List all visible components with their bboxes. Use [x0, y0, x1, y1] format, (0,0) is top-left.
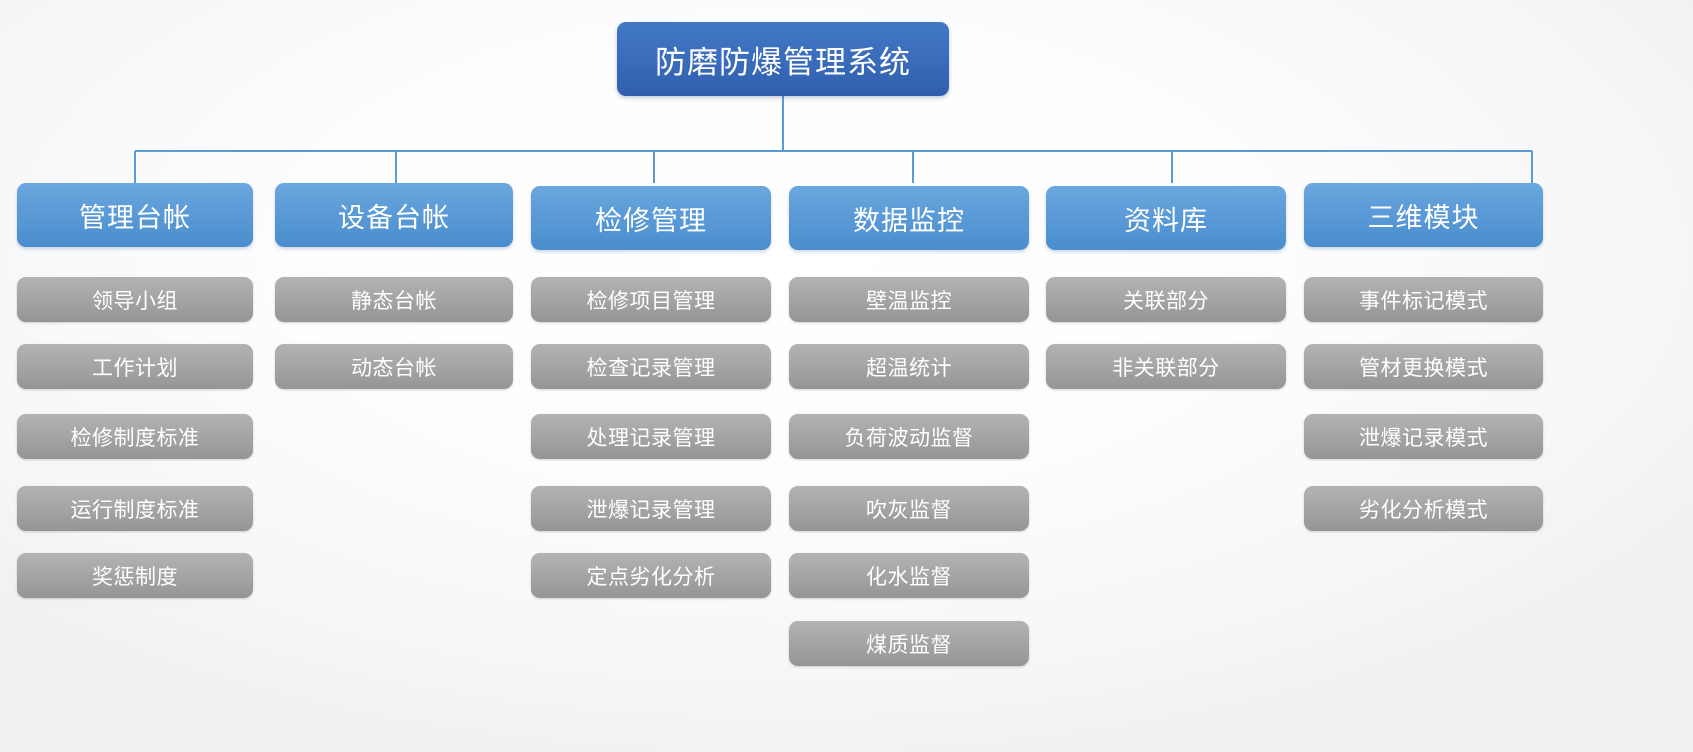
node-leaf-guancaigenghuanmoshi[interactable]: 管材更换模式 [1304, 344, 1543, 389]
node-root[interactable]: 防磨防爆管理系统 [617, 22, 949, 96]
node-leaf-label: 工作计划 [92, 356, 178, 380]
node-leaf-xiebaojilumoshi[interactable]: 泄爆记录模式 [1304, 414, 1543, 459]
node-leaf-label: 化水监督 [866, 565, 952, 589]
node-leaf-chulijiluguanli[interactable]: 处理记录管理 [531, 414, 771, 459]
node-leaf-label: 泄爆记录管理 [586, 498, 716, 522]
node-leaf-label: 关联部分 [1123, 289, 1209, 313]
node-leaf-meizhijiandu[interactable]: 煤质监督 [789, 621, 1029, 666]
node-branch-shujujiankong[interactable]: 数据监控 [789, 186, 1029, 250]
node-branch-label: 数据监控 [853, 205, 965, 236]
node-leaf-chaowentongji[interactable]: 超温统计 [789, 344, 1029, 389]
node-leaf-jianchajiluguanli[interactable]: 检查记录管理 [531, 344, 771, 389]
node-leaf-label: 管材更换模式 [1359, 356, 1488, 380]
node-leaf-lingdaoxiaozu[interactable]: 领导小组 [17, 277, 253, 322]
node-leaf-label: 非关联部分 [1112, 356, 1220, 380]
node-root-label: 防磨防爆管理系统 [655, 44, 911, 80]
node-leaf-label: 运行制度标准 [70, 498, 200, 522]
node-leaf-dongtaitaizhang[interactable]: 动态台帐 [275, 344, 513, 389]
node-leaf-huashuijiandu[interactable]: 化水监督 [789, 553, 1029, 598]
node-leaf-label: 吹灰监督 [866, 498, 952, 522]
node-leaf-biwenjiankong[interactable]: 壁温监控 [789, 277, 1029, 322]
node-leaf-label: 劣化分析模式 [1359, 498, 1488, 522]
node-leaf-label: 检查记录管理 [586, 356, 716, 380]
node-branch-shebeitaizhang[interactable]: 设备台帐 [275, 183, 513, 247]
node-leaf-xiebaojiluguanli[interactable]: 泄爆记录管理 [531, 486, 771, 531]
node-leaf-yunxingzhidubiaozhun[interactable]: 运行制度标准 [17, 486, 253, 531]
node-leaf-label: 动态台帐 [351, 356, 437, 380]
node-leaf-dingdianliehuafenxi[interactable]: 定点劣化分析 [531, 553, 771, 598]
node-leaf-label: 静态台帐 [351, 289, 437, 313]
node-leaf-jianxiuzhidubiaozhun[interactable]: 检修制度标准 [17, 414, 253, 459]
node-leaf-gongzuojihua[interactable]: 工作计划 [17, 344, 253, 389]
node-leaf-label: 领导小组 [92, 289, 178, 313]
node-leaf-label: 超温统计 [866, 356, 952, 380]
node-leaf-label: 奖惩制度 [92, 565, 178, 589]
node-leaf-guanlianbufen[interactable]: 关联部分 [1046, 277, 1286, 322]
node-leaf-label: 检修制度标准 [70, 426, 200, 450]
node-leaf-chuihuijiandu[interactable]: 吹灰监督 [789, 486, 1029, 531]
node-leaf-jingtaitaizhang[interactable]: 静态台帐 [275, 277, 513, 322]
node-leaf-jiangchengzhidu[interactable]: 奖惩制度 [17, 553, 253, 598]
node-branch-label: 管理台帐 [79, 202, 191, 233]
node-leaf-label: 煤质监督 [866, 633, 952, 657]
node-branch-guanlitaizhang[interactable]: 管理台帐 [17, 183, 253, 247]
node-leaf-liehuafenximoshi[interactable]: 劣化分析模式 [1304, 486, 1543, 531]
node-branch-ziliaoku[interactable]: 资料库 [1046, 186, 1286, 250]
node-leaf-shijianbiaojimoshi[interactable]: 事件标记模式 [1304, 277, 1543, 322]
node-leaf-label: 处理记录管理 [586, 426, 716, 450]
node-branch-jianxiuguanli[interactable]: 检修管理 [531, 186, 771, 250]
node-leaf-label: 检修项目管理 [586, 289, 716, 313]
node-leaf-label: 事件标记模式 [1359, 289, 1488, 313]
node-branch-sanweimokuai[interactable]: 三维模块 [1304, 183, 1543, 247]
node-leaf-label: 负荷波动监督 [844, 426, 974, 450]
node-leaf-label: 定点劣化分析 [586, 565, 716, 589]
node-branch-label: 三维模块 [1367, 202, 1480, 233]
node-branch-label: 设备台帐 [338, 202, 450, 233]
node-leaf-jianxiuxiangmuguanli[interactable]: 检修项目管理 [531, 277, 771, 322]
node-branch-label: 检修管理 [595, 205, 707, 236]
node-leaf-feiguanlianbufen[interactable]: 非关联部分 [1046, 344, 1286, 389]
node-leaf-label: 壁温监控 [866, 289, 952, 313]
node-leaf-label: 泄爆记录模式 [1359, 426, 1488, 450]
node-leaf-fuhebodongjiandu[interactable]: 负荷波动监督 [789, 414, 1029, 459]
node-branch-label: 资料库 [1124, 205, 1208, 236]
